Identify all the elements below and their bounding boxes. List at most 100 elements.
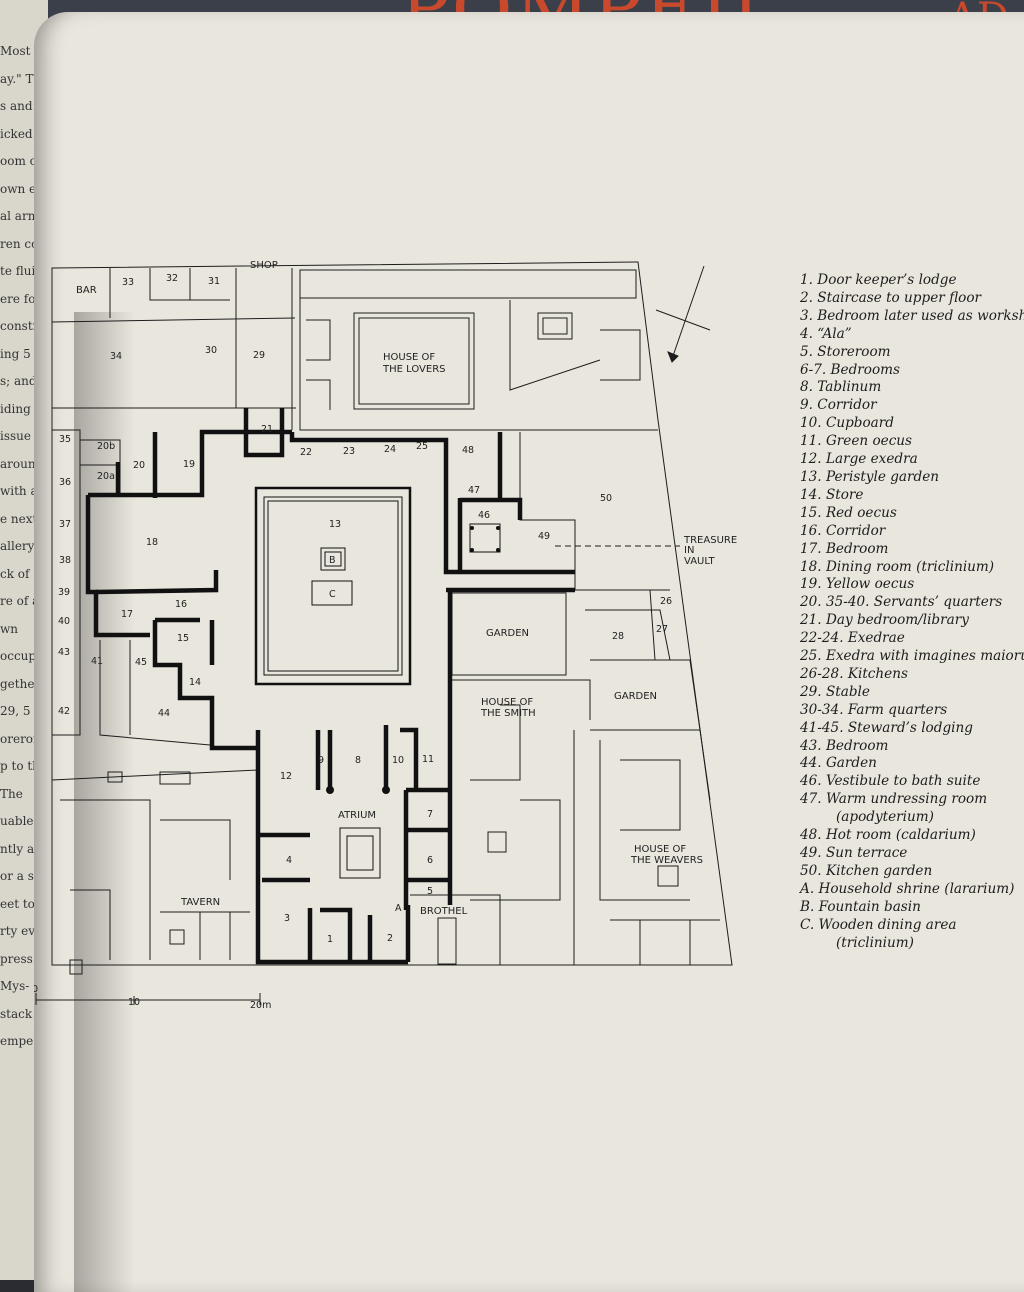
plan-wall [306, 319, 331, 361]
legend-item: 44. Garden [800, 755, 877, 772]
room-number: 25 [416, 441, 428, 452]
room-number: 1 [327, 934, 333, 945]
room-number: 35 [59, 434, 71, 445]
room-number: 36 [59, 477, 71, 488]
fountain-basin [320, 547, 346, 571]
plan-wall [470, 799, 561, 901]
plan-wall [299, 269, 637, 299]
scale-tick-label: 10 [128, 997, 140, 1008]
plan-wall [470, 704, 521, 781]
room-number: 22 [300, 447, 312, 458]
plan-wall [51, 317, 296, 323]
room-number: 39 [58, 587, 70, 598]
plan-wall [410, 894, 501, 965]
plan-wall [649, 589, 656, 661]
left-page-text: s; and [0, 374, 37, 388]
label-tavern: TAVERN [180, 897, 220, 908]
room-number: 11 [422, 754, 434, 765]
page-shadow [74, 312, 134, 1292]
plan-wall [509, 300, 601, 391]
legend-item: 48. Hot room (caldarium) [800, 827, 976, 844]
room-number: 40 [58, 616, 70, 627]
room-number: 21 [261, 424, 273, 435]
plan-room [159, 771, 191, 785]
vettii-wall [85, 495, 150, 638]
plan-room [487, 831, 507, 853]
legend-item: 10. Cupboard [800, 415, 894, 432]
left-page-text: rty ev- [0, 924, 40, 938]
label-house-lovers: THE LOVERS [382, 364, 446, 375]
plan-legend: 1. Door keeper’s lodge 2. Staircase to u… [800, 272, 1024, 952]
left-page-text: oom c [0, 154, 37, 168]
room-number: 30 [205, 345, 217, 356]
room-number: 27 [656, 624, 668, 635]
plan-wall [600, 329, 641, 381]
left-page-text: p to th [0, 759, 40, 773]
legend-item: 8. Tablinum [800, 379, 882, 396]
room-number: 6 [427, 855, 433, 866]
dining-area [311, 580, 353, 606]
label-house-smith: THE SMITH [480, 708, 536, 719]
legend-item: 25. Exedra with imagines maiorum [800, 648, 1024, 665]
label-house-lovers: HOUSE OF [383, 352, 435, 363]
label-brothel: BROTHEL [420, 906, 468, 917]
room-number: 43 [58, 647, 70, 658]
left-page-text: oreron [0, 731, 41, 746]
left-page-text: Mys- [0, 979, 30, 993]
room-number: 12 [280, 771, 292, 782]
label-house-weavers: THE WEAVERS [630, 855, 703, 866]
left-page-text: around [0, 456, 44, 471]
atrium-impluvium [346, 835, 374, 871]
legend-item: 26-28. Kitchens [800, 665, 908, 682]
room-number: 48 [462, 445, 474, 456]
left-page-text: own ex [0, 181, 43, 196]
left-page-text: empe [0, 1034, 34, 1048]
room-number: 23 [343, 446, 355, 457]
left-page-text: s and d [0, 99, 45, 113]
plan-wall [306, 379, 331, 410]
legend-item: 29. Stable [800, 683, 870, 700]
column [470, 526, 474, 530]
room-number: 17 [121, 609, 133, 620]
atrium-impluvium [339, 827, 381, 879]
legend-item: 46. Vestibule to bath suite [800, 773, 981, 790]
room-number: 50 [600, 493, 612, 504]
room-number: 49 [538, 531, 550, 542]
scale-tick-label: 20m [250, 1000, 271, 1011]
room-number: 14 [189, 677, 201, 688]
left-page-text: ing 5 [0, 346, 31, 361]
floor-plan: BAR SHOP HOUSE OF THE LOVERS GARDEN GARD… [34, 260, 737, 1011]
legend-item: 19. Yellow oecus [800, 576, 915, 593]
legend-item: 13. Peristyle garden [800, 468, 940, 485]
north-arrow-icon [655, 309, 711, 331]
legend-item: 49. Sun terrace [800, 845, 908, 861]
room-number: 37 [59, 519, 71, 530]
plan-wall [585, 609, 671, 661]
bath-vestibule [469, 523, 501, 553]
plan-outline [51, 261, 733, 966]
legend-item: 14. Store [800, 486, 864, 503]
peristyle-inner [263, 496, 403, 676]
room-number: 34 [110, 351, 122, 362]
vettii-wall [320, 907, 353, 962]
legend-item: 41-45. Steward’s lodging [800, 719, 973, 736]
legend-item: 15. Red oecus [800, 504, 897, 521]
vettii-wall [400, 727, 419, 790]
left-page-text: al arm [0, 209, 40, 223]
room-number: 45 [135, 657, 147, 668]
plan-wall [60, 799, 151, 960]
peristyle-outer [254, 486, 412, 686]
room-number: 26 [660, 596, 672, 607]
label-atrium: ATRIUM [338, 810, 376, 821]
room-number: 2 [387, 933, 393, 944]
left-page-text: e next [0, 511, 38, 526]
legend-item: 43. Bedroom [800, 737, 889, 754]
room-number: 18 [146, 537, 158, 548]
room-number: 3 [284, 913, 290, 924]
north-arrow-icon [672, 265, 705, 357]
room-number: 44 [158, 708, 170, 719]
plan-wall [590, 729, 711, 801]
plan-wall [160, 819, 231, 880]
label-shop: SHOP [250, 260, 278, 271]
legend-item: 30-34. Farm quarters [800, 701, 948, 718]
